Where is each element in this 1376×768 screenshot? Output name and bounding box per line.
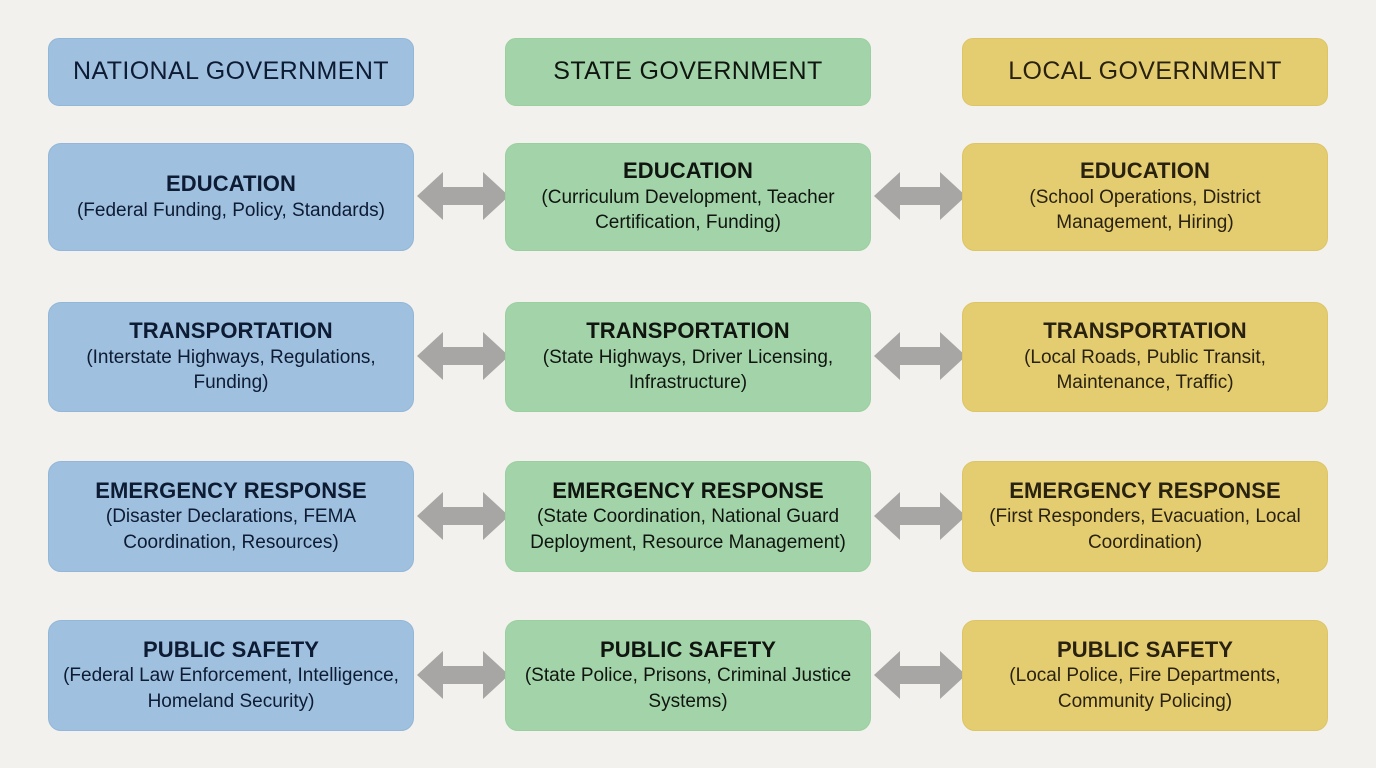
box-title: EMERGENCY RESPONSE — [1009, 477, 1281, 503]
double-arrow-horizontal-icon — [417, 486, 509, 546]
box-title: EMERGENCY RESPONSE — [95, 477, 367, 503]
double-arrow-horizontal-icon — [417, 645, 509, 705]
double-arrow-horizontal-icon — [417, 166, 509, 226]
box-subtitle: (Interstate Highways, Regulations, Fundi… — [86, 346, 376, 394]
double-arrow-horizontal-icon — [874, 645, 966, 705]
box-subtitle: (Local Roads, Public Transit, Maintenanc… — [1024, 346, 1266, 394]
column-header-state-label: STATE GOVERNMENT — [553, 57, 823, 86]
box-title: EMERGENCY RESPONSE — [552, 477, 824, 503]
box-title: PUBLIC SAFETY — [142, 636, 320, 662]
box-education-national: EDUCATION (Federal Funding, Policy, Stan… — [48, 143, 414, 251]
box-subtitle: (Local Police, Fire Departments, Communi… — [1009, 665, 1281, 712]
double-arrow-horizontal-icon — [874, 166, 966, 226]
box-subtitle: (Curriculum Development, Teacher Certifi… — [541, 186, 835, 234]
box-title: PUBLIC SAFETY — [599, 636, 777, 662]
box-public-safety-local: PUBLIC SAFETY (Local Police, Fire Depart… — [962, 620, 1328, 731]
box-title: TRANSPORTATION — [129, 318, 333, 344]
column-header-local-label: LOCAL GOVERNMENT — [1008, 57, 1282, 86]
box-subtitle: (Federal Law Enforcement, Intelligence, … — [63, 665, 399, 712]
box-title: EDUCATION — [622, 158, 754, 184]
box-subtitle: (State Coordination, National Guard Depl… — [530, 506, 846, 553]
double-arrow-horizontal-icon — [417, 326, 509, 386]
box-subtitle: (First Responders, Evacuation, Local Coo… — [989, 506, 1301, 553]
box-transportation-state: TRANSPORTATION (State Highways, Driver L… — [505, 302, 871, 412]
box-title: EDUCATION — [1079, 158, 1211, 184]
column-header-national-label: NATIONAL GOVERNMENT — [73, 57, 389, 86]
box-subtitle: (State Highways, Driver Licensing, Infra… — [542, 346, 834, 394]
box-subtitle: (Federal Funding, Policy, Standards) — [76, 199, 386, 221]
box-transportation-local: TRANSPORTATION (Local Roads, Public Tran… — [962, 302, 1328, 412]
double-arrow-horizontal-icon — [874, 326, 966, 386]
box-subtitle: (Disaster Declarations, FEMA Coordinatio… — [105, 506, 357, 553]
box-title: TRANSPORTATION — [1043, 318, 1247, 344]
box-education-local: EDUCATION (School Operations, District M… — [962, 143, 1328, 251]
box-transportation-national: TRANSPORTATION (Interstate Highways, Reg… — [48, 302, 414, 412]
box-title: TRANSPORTATION — [586, 318, 790, 344]
column-header-national: NATIONAL GOVERNMENT — [48, 38, 414, 106]
box-education-state: EDUCATION (Curriculum Development, Teach… — [505, 143, 871, 251]
column-header-state: STATE GOVERNMENT — [505, 38, 871, 106]
box-emergency-response-state: EMERGENCY RESPONSE (State Coordination, … — [505, 461, 871, 572]
double-arrow-horizontal-icon — [874, 486, 966, 546]
box-emergency-response-national: EMERGENCY RESPONSE (Disaster Declaration… — [48, 461, 414, 572]
box-title: EDUCATION — [165, 171, 297, 197]
box-title: PUBLIC SAFETY — [1056, 636, 1234, 662]
box-subtitle: (State Police, Prisons, Criminal Justice… — [524, 665, 852, 712]
box-emergency-response-local: EMERGENCY RESPONSE (First Responders, Ev… — [962, 461, 1328, 572]
column-header-local: LOCAL GOVERNMENT — [962, 38, 1328, 106]
box-public-safety-state: PUBLIC SAFETY (State Police, Prisons, Cr… — [505, 620, 871, 731]
box-public-safety-national: PUBLIC SAFETY (Federal Law Enforcement, … — [48, 620, 414, 731]
box-subtitle: (School Operations, District Management,… — [1029, 186, 1261, 234]
